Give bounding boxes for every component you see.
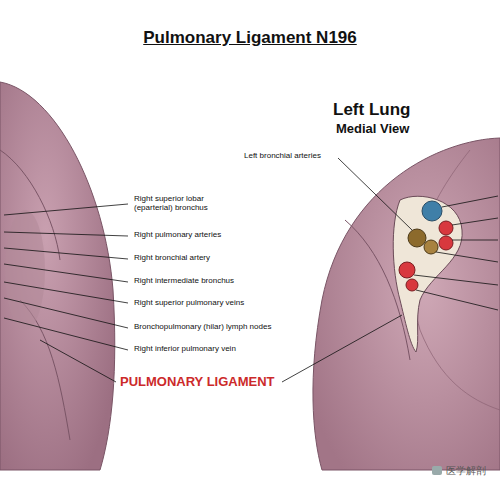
pulmonary-vein — [406, 279, 418, 291]
part-name: Right superior pulmonary veins — [134, 298, 244, 307]
pulmonary-artery — [422, 201, 442, 221]
left-lung — [313, 138, 500, 470]
part-name: PULMONARY LIGAMENT — [120, 375, 275, 390]
pulmonary-vein — [439, 221, 453, 235]
bronchus — [408, 229, 426, 247]
hilum-outline — [393, 196, 462, 352]
watermark: 医学解剖 — [446, 465, 486, 477]
watermark-icon — [432, 466, 442, 475]
part-name: Right intermediate bronchus — [134, 276, 234, 285]
part-name: Right bronchial artery — [134, 253, 210, 262]
pulmonary-vein — [399, 262, 415, 278]
part-name: Right superior lobar (eparterial) bronch… — [134, 194, 244, 212]
page-title: Pulmonary Ligament N196 — [0, 28, 500, 48]
subheading-label: Medial View — [336, 122, 409, 137]
part-name: Bronchopulmonary (hilar) lymph nodes — [134, 322, 271, 331]
hilum-area — [5, 210, 45, 330]
part-name: Right inferior pulmonary vein — [134, 344, 236, 353]
bronchus — [424, 240, 438, 254]
part-name: Left bronchial arteries — [244, 151, 321, 160]
heading-label: Left Lung — [333, 100, 410, 120]
leader-lines — [4, 158, 498, 382]
pulmonary-vein — [439, 236, 453, 250]
right-lung — [0, 82, 115, 470]
part-name: Right pulmonary arteries — [134, 230, 221, 239]
